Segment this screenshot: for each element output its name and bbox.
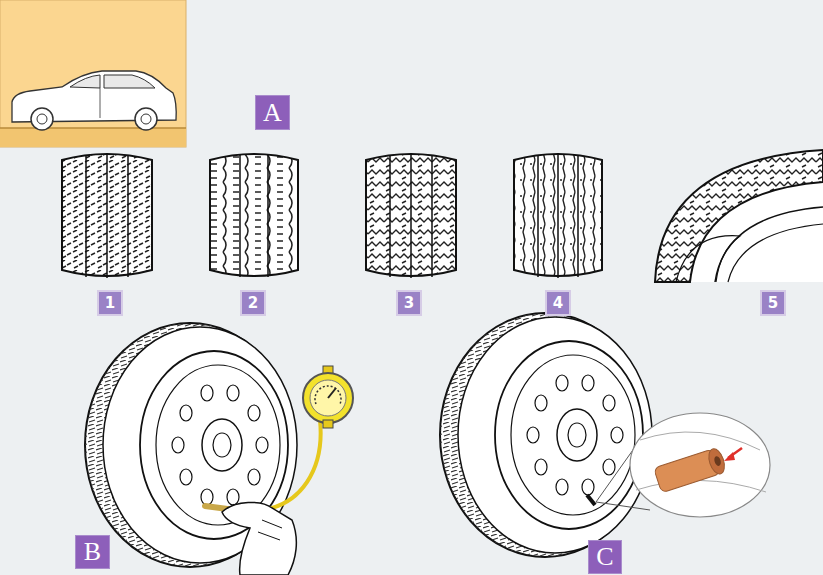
callout-number: 5 — [760, 290, 786, 316]
label-text: 3 — [404, 296, 414, 311]
callout-number: 2 — [240, 290, 266, 316]
letter-label: B — [75, 535, 110, 569]
callout-number: 1 — [97, 290, 123, 316]
label-text: 5 — [768, 296, 778, 311]
label-text: 2 — [248, 296, 258, 311]
callout-number: 4 — [545, 290, 571, 316]
tyre-side-view — [655, 150, 823, 282]
letter-label: C — [588, 540, 622, 574]
tread-views — [62, 154, 602, 278]
car-inset — [0, 0, 186, 147]
label-text: 4 — [553, 296, 563, 311]
label-text: C — [596, 544, 613, 570]
wheel-with-valve — [440, 313, 770, 557]
label-text: 1 — [105, 296, 115, 311]
label-text: B — [84, 539, 101, 565]
label-text: A — [263, 100, 282, 126]
letter-label: A — [255, 95, 290, 130]
callout-number: 3 — [396, 290, 422, 316]
wheel-with-gauge — [85, 323, 353, 575]
